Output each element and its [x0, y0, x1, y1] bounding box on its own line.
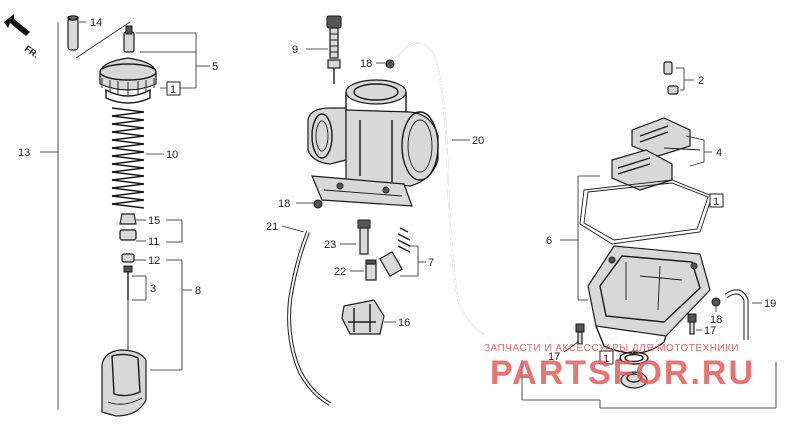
watermark-caption: ЗАПЧАСТИ И АКСЕССУАРЫ ДЛЯ МОТОТЕХНИКИ [484, 343, 739, 354]
bracket-6 [560, 175, 600, 301]
assembly-bracket-13 [40, 22, 59, 410]
part-18-clips [296, 59, 721, 312]
callout-4: 4 [716, 147, 722, 159]
callout-box-1a [166, 81, 181, 96]
callout-22: 22 [334, 266, 346, 278]
callout-8: 8 [195, 285, 201, 297]
callout-5: 5 [212, 61, 218, 73]
callout-18a: 18 [360, 58, 372, 70]
callout-21: 21 [266, 221, 278, 233]
callout-2: 2 [698, 75, 704, 87]
carburetor-body [307, 79, 439, 207]
part-19-overflow-tube [724, 289, 762, 340]
part-10-spring [111, 107, 164, 209]
callout-23: 23 [324, 239, 336, 251]
callout-12: 12 [148, 255, 160, 267]
watermark-brand: PARTSFOR.RU [490, 354, 755, 392]
callout-11: 11 [148, 236, 159, 248]
callout-9: 9 [292, 44, 298, 56]
part-21-drain-tube [281, 225, 332, 406]
part-14-drawing [67, 15, 131, 59]
callout-1c: 1 [603, 353, 609, 365]
callout-1b: 1 [713, 196, 719, 208]
callout-13: 13 [18, 147, 30, 159]
callout-20: 20 [472, 135, 484, 147]
callout-10: 10 [166, 149, 178, 161]
front-direction-label: FR. [23, 43, 41, 60]
part-16-block [341, 299, 396, 335]
part-4-floats [611, 117, 712, 191]
float-bowl-gasket [579, 179, 713, 245]
part-9-needle-jet [306, 15, 342, 84]
callout-3: 3 [150, 283, 156, 295]
part-2-pins [663, 61, 694, 95]
callout-7: 7 [428, 257, 434, 269]
callout-16: 16 [398, 317, 410, 329]
part-5-top-cap [99, 25, 157, 104]
callout-6: 6 [546, 235, 552, 247]
part-8-throttle-slide [101, 349, 147, 417]
callout-15: 15 [148, 215, 160, 227]
callout-1a: 1 [170, 84, 176, 96]
callout-14: 14 [90, 17, 102, 29]
callout-18c: 18 [710, 314, 722, 326]
mixture-screw-parts [340, 219, 426, 281]
part-20-vent-tube [395, 42, 485, 335]
float-bowl-assembly-bracket [521, 360, 777, 409]
callout-18b: 18 [278, 198, 290, 210]
front-direction-arrow: FR. [4, 14, 40, 60]
callout-box-1b [709, 193, 724, 208]
callout-19: 19 [764, 298, 776, 310]
part-17-bolts [563, 313, 702, 353]
float-bowl [587, 245, 711, 354]
callout-17a: 17 [704, 325, 716, 337]
drain-plug-oring [616, 351, 649, 389]
callout-17b: 17 [548, 351, 560, 363]
callout-box-1c [599, 350, 614, 365]
jet-needle-parts [119, 213, 192, 371]
